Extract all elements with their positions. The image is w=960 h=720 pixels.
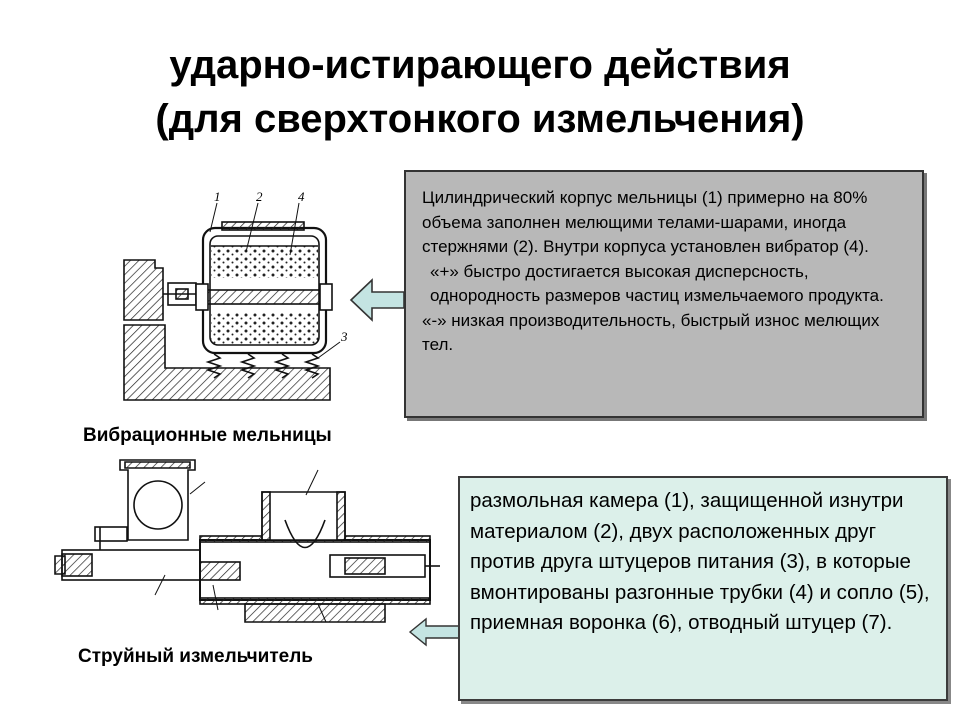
arrow-left-icon (408, 617, 461, 647)
title-line-1: ударно-истирающего действия (169, 43, 791, 87)
vibration-mill-cons: «-» низкая производительность, быстрый и… (422, 310, 880, 355)
jet-mill-caption: Струйный измельчитель (78, 646, 313, 667)
arrow-left-icon (349, 278, 405, 322)
part-number-1: 1 (214, 189, 221, 204)
jet-mill-description-box: размольная камера (1), защищенной изнутр… (458, 476, 948, 701)
vibration-mill-text: Цилиндрический корпус мельницы (1) приме… (422, 188, 869, 256)
vibration-mill-pros: «+» быстро достигается высокая дисперсно… (430, 261, 884, 306)
vibration-mill-drawing (123, 202, 341, 401)
jet-mill-drawing (54, 459, 440, 623)
part-number-4: 4 (298, 189, 305, 204)
slide-title: ударно-истирающего действия (для сверхто… (0, 38, 960, 146)
part-number-3: 3 (340, 329, 348, 344)
jet-mill-text: размольная камера (1), защищенной изнутр… (470, 489, 930, 634)
vibration-mill-description-box: Цилиндрический корпус мельницы (1) приме… (404, 170, 924, 418)
part-number-2: 2 (256, 189, 263, 204)
title-line-2: (для сверхтонкого измельчения) (155, 97, 805, 141)
vibration-mill-caption: Вибрационные мельницы (83, 425, 332, 446)
